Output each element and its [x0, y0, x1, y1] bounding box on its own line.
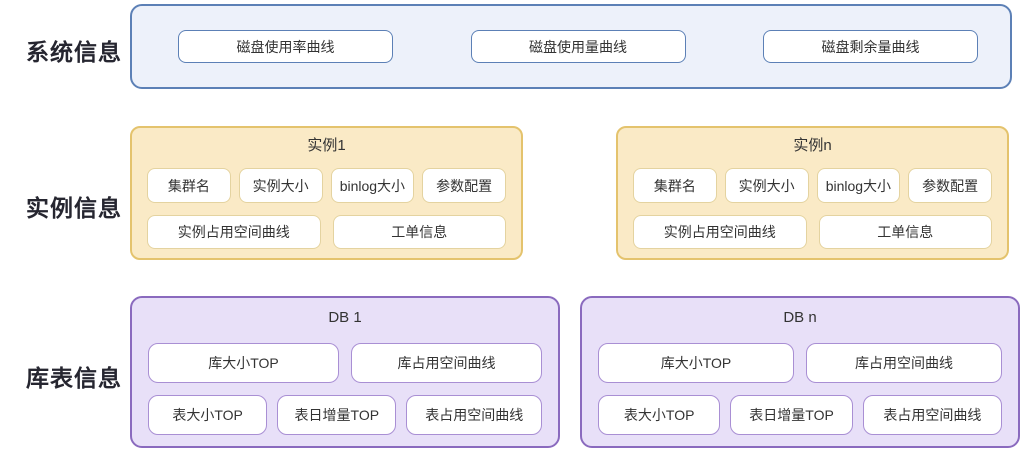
node-db-space-curve: 库占用空间曲线	[351, 343, 542, 383]
node-db-space-curve: 库占用空间曲线	[806, 343, 1002, 383]
section-label-instance: 实例信息	[26, 195, 122, 221]
db-1-group-title: DB 1	[328, 309, 362, 326]
node-disk-free-volume-curve: 磁盘剩余量曲线	[763, 30, 978, 63]
node-binlog-size: binlog大小	[816, 168, 901, 203]
node-param-config: 参数配置	[422, 168, 506, 203]
node-instance-space-curve: 实例占用空间曲线	[633, 215, 807, 249]
db-1-row1: 库大小TOP 库占用空间曲线	[148, 343, 542, 383]
node-instance-space-curve: 实例占用空间曲线	[147, 215, 321, 249]
node-instance-size: 实例大小	[724, 168, 809, 203]
node-table-space-curve: 表占用空间曲线	[406, 395, 543, 435]
node-disk-usage-rate-curve: 磁盘使用率曲线	[178, 30, 393, 63]
system-info-panel: 磁盘使用率曲线 磁盘使用量曲线 磁盘剩余量曲线	[130, 4, 1012, 89]
node-table-size-top: 表大小TOP	[148, 395, 268, 435]
db-n-row2: 表大小TOP 表日增量TOP 表占用空间曲线	[598, 395, 1002, 435]
instance-n-group: 实例n 集群名 实例大小 binlog大小 参数配置 实例占用空间曲线 工单信息	[616, 126, 1009, 260]
instance-n-group-title: 实例n	[793, 137, 832, 154]
node-table-daily-increment-top: 表日增量TOP	[277, 395, 397, 435]
instance-n-row2: 实例占用空间曲线 工单信息	[633, 215, 992, 249]
db-1-row2: 表大小TOP 表日增量TOP 表占用空间曲线	[148, 395, 543, 435]
instance-1-row1: 集群名 实例大小 binlog大小 参数配置	[147, 168, 506, 203]
db-n-row1: 库大小TOP 库占用空间曲线	[598, 343, 1002, 383]
db-1-group: DB 1 库大小TOP 库占用空间曲线 表大小TOP 表日增量TOP 表占用空间…	[130, 296, 560, 448]
section-label-db: 库表信息	[26, 365, 122, 391]
node-db-size-top: 库大小TOP	[148, 343, 339, 383]
node-cluster-name: 集群名	[147, 168, 231, 203]
node-binlog-size: binlog大小	[330, 168, 415, 203]
node-ticket-info: 工单信息	[818, 215, 992, 249]
db-n-group: DB n 库大小TOP 库占用空间曲线 表大小TOP 表日增量TOP 表占用空间…	[580, 296, 1020, 448]
instance-1-group-title: 实例1	[307, 137, 346, 154]
node-param-config: 参数配置	[908, 168, 992, 203]
section-label-system: 系统信息	[26, 39, 122, 65]
node-table-daily-increment-top: 表日增量TOP	[730, 395, 853, 435]
node-ticket-info: 工单信息	[332, 215, 506, 249]
node-db-size-top: 库大小TOP	[598, 343, 794, 383]
instance-1-row2: 实例占用空间曲线 工单信息	[147, 215, 506, 249]
db-n-group-title: DB n	[783, 309, 817, 326]
node-table-space-curve: 表占用空间曲线	[862, 395, 1002, 435]
node-disk-usage-volume-curve: 磁盘使用量曲线	[470, 30, 686, 63]
node-instance-size: 实例大小	[238, 168, 323, 203]
instance-1-group: 实例1 集群名 实例大小 binlog大小 参数配置 实例占用空间曲线 工单信息	[130, 126, 523, 260]
node-cluster-name: 集群名	[633, 168, 717, 203]
instance-n-row1: 集群名 实例大小 binlog大小 参数配置	[633, 168, 992, 203]
node-table-size-top: 表大小TOP	[598, 395, 721, 435]
